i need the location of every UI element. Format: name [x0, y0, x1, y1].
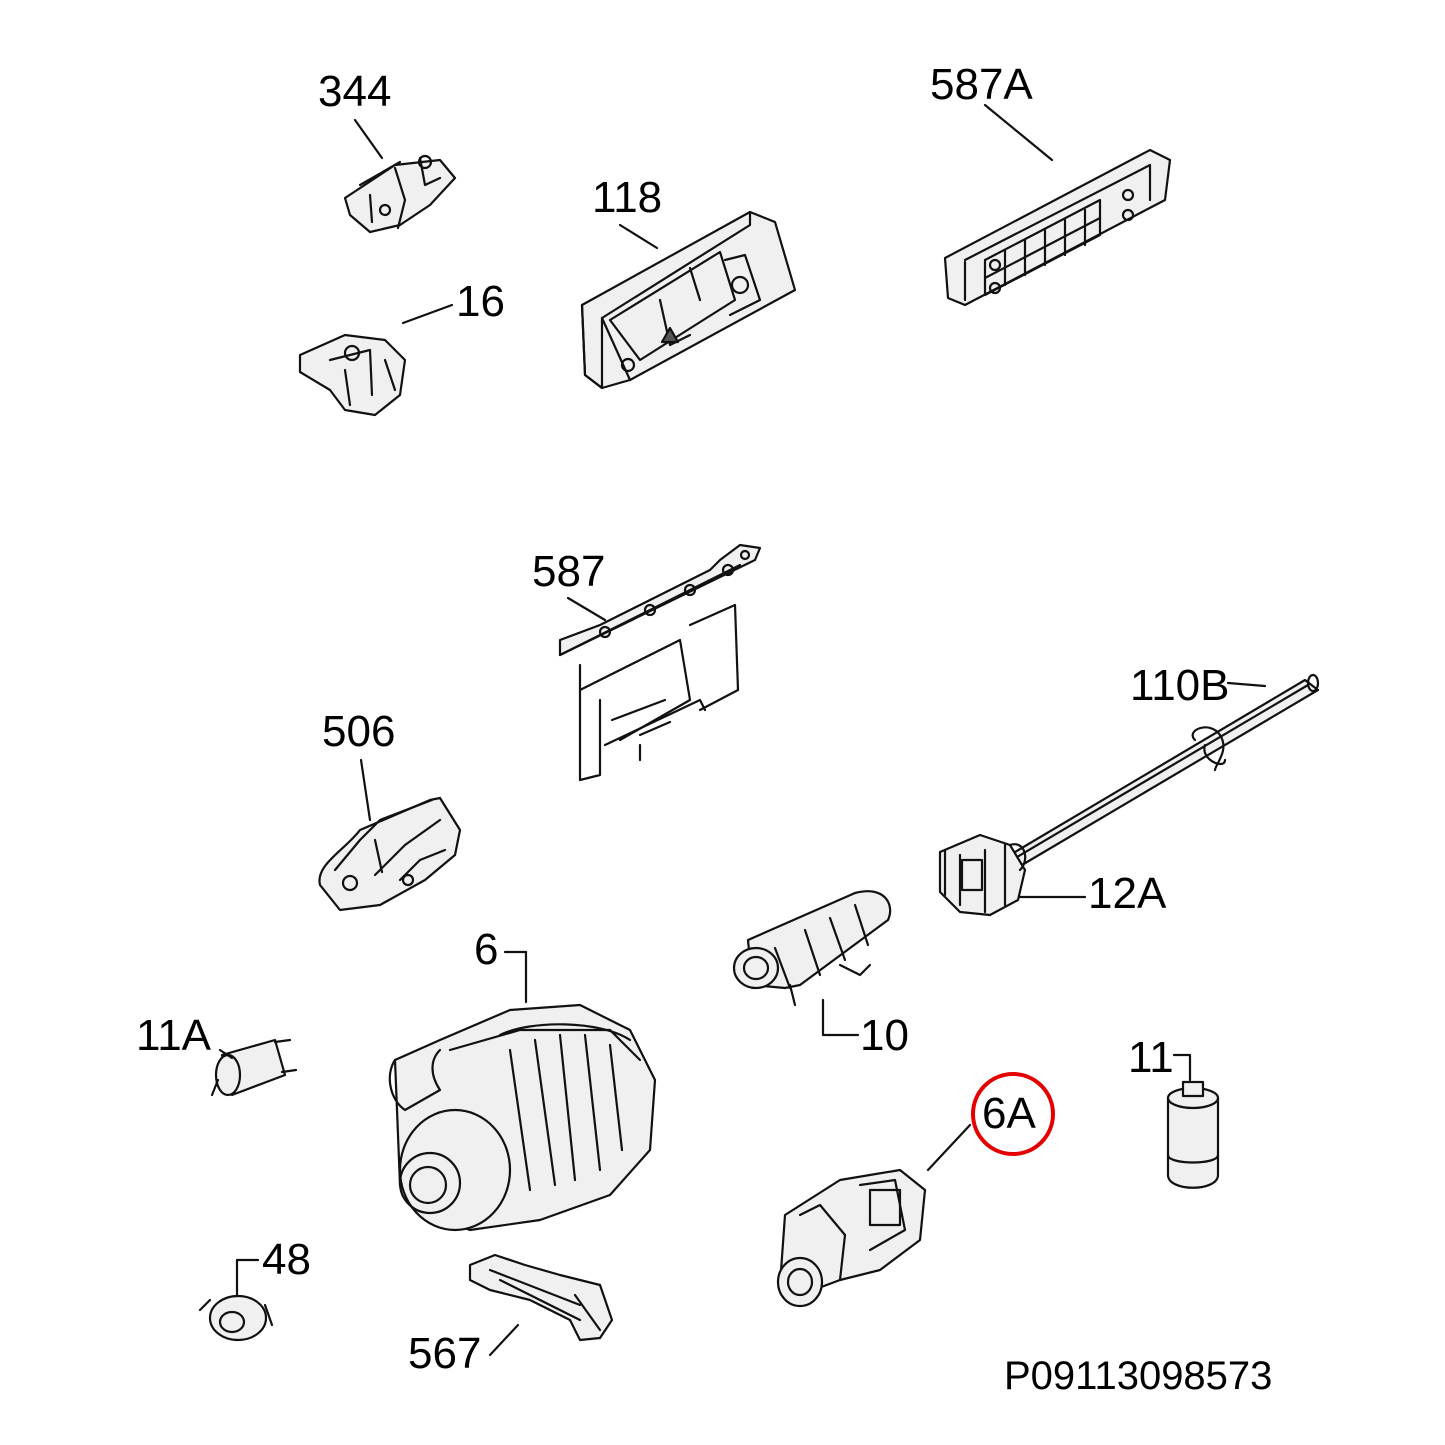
part-label-11[interactable]: 11: [1128, 1033, 1174, 1082]
part-label-11a[interactable]: 11A: [136, 1011, 212, 1060]
part-label-344[interactable]: 344: [318, 67, 392, 116]
part-6a-drain-pump: [776, 1123, 972, 1308]
part-label-12a[interactable]: 12A: [1088, 869, 1167, 918]
part-48-knob: [198, 1258, 274, 1342]
part-587a-bar: [943, 103, 1172, 307]
part-344-bracket: [343, 118, 457, 234]
part-11a-sensor: [210, 1038, 298, 1097]
part-11-cylinder: [1166, 1053, 1220, 1189]
part-label-48[interactable]: 48: [262, 1235, 311, 1284]
part-label-567[interactable]: 567: [408, 1329, 482, 1378]
part-567-bracket: [468, 1253, 614, 1357]
part-label-110b[interactable]: 110B: [1130, 661, 1230, 710]
highlight-ring: [971, 1072, 1055, 1156]
part-12a-valve: [938, 833, 1087, 917]
part-10-heater: [732, 890, 892, 1037]
part-label-118[interactable]: 118: [592, 173, 663, 222]
part-label-10[interactable]: 10: [860, 1011, 909, 1060]
drawing-code: P09113098573: [1004, 1354, 1273, 1398]
part-16-latch: [298, 303, 454, 417]
part-label-6[interactable]: 6: [474, 925, 499, 974]
part-6-pump-motor: [388, 950, 657, 1232]
part-label-6a[interactable]: 6A: [982, 1089, 1036, 1138]
part-label-587a[interactable]: 587A: [930, 60, 1033, 109]
part-label-16[interactable]: 16: [456, 277, 505, 326]
part-label-587[interactable]: 587: [532, 547, 606, 596]
part-506-clip: [318, 758, 462, 912]
part-118-control-box: [580, 210, 797, 390]
part-587-frame: [558, 543, 762, 782]
part-label-506[interactable]: 506: [322, 707, 396, 756]
